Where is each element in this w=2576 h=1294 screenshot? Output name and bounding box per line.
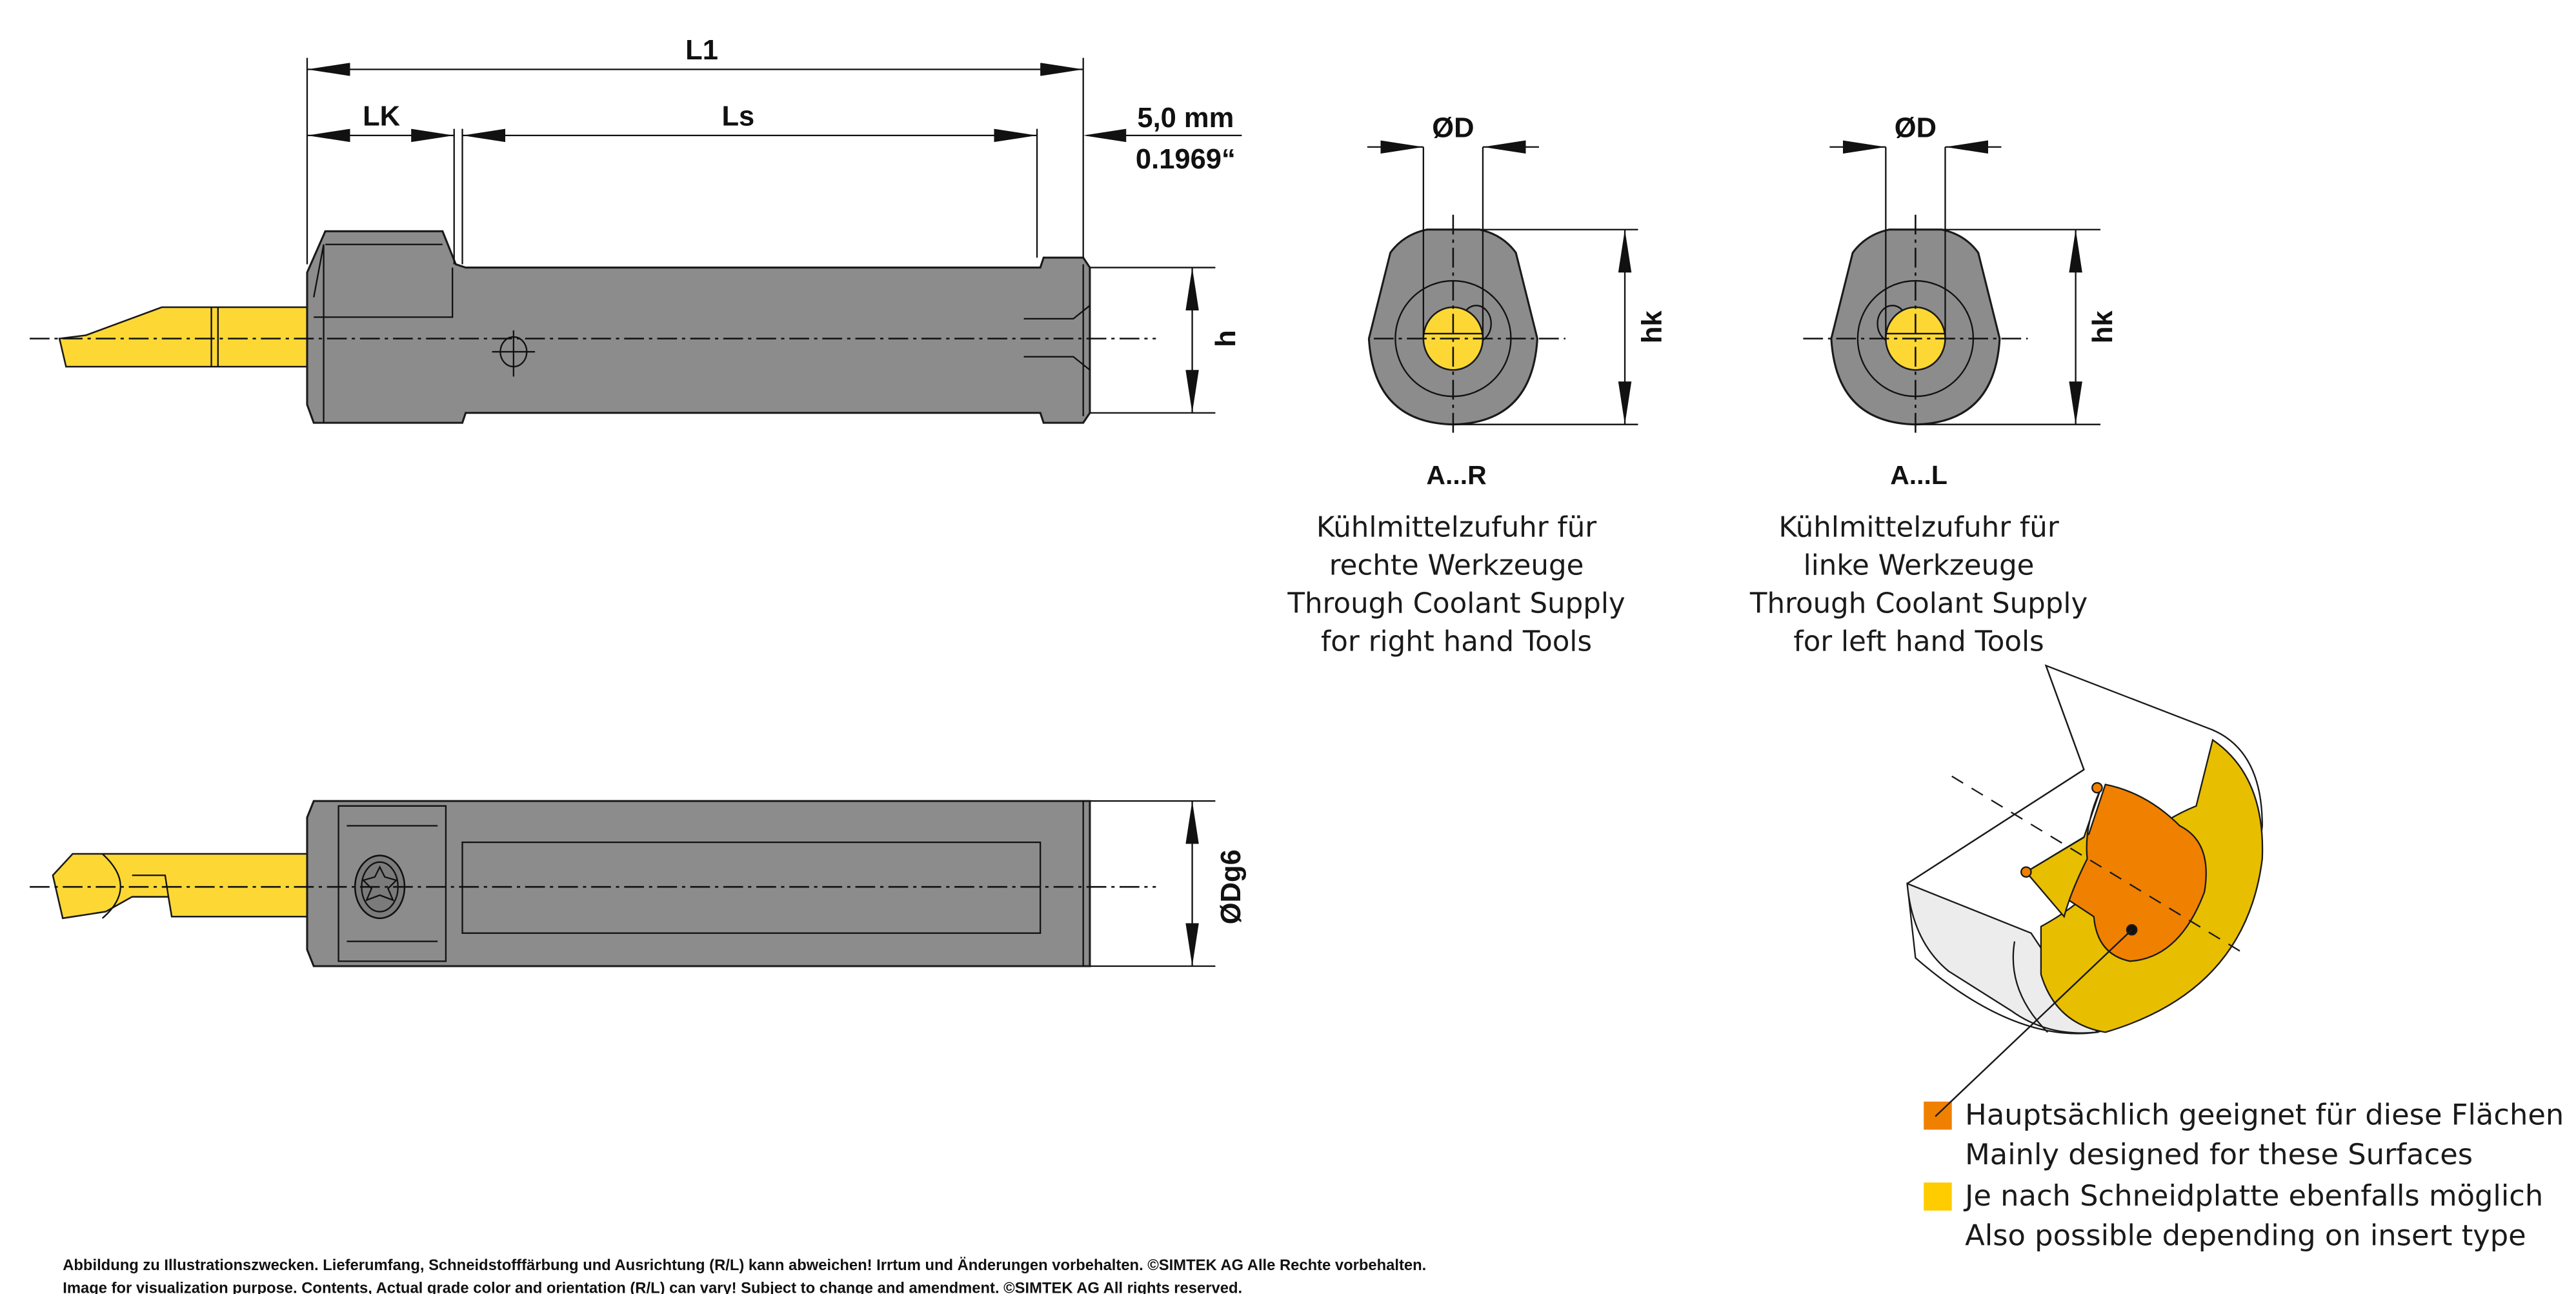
end-view-label: A...R [1426,460,1486,490]
dim-hk-label: hk [1636,310,1667,344]
dim-h-label: h [1211,330,1242,347]
caption-line: for left hand Tools [1793,625,2044,658]
end-view-label: A...L [1890,460,1947,490]
holder-body [306,230,1091,424]
insert-bar [58,306,308,368]
side-view-bottom: ØDg6 [30,800,1247,967]
legend-text-secondary-en: Also possible depending on insert type [1965,1218,2526,1252]
end-view-left: ØD hk A...L Kühlmittelzufuhr für linke W… [1749,112,2118,658]
dim-offset-inch: 0.1969“ [1136,144,1236,175]
legend-text-primary-en: Mainly designed for these Surfaces [1965,1137,2473,1171]
dim-d-label: ØD [1432,112,1474,143]
dim-lk-label: LK [363,101,401,132]
disclaimer-de: Abbildung zu Illustrationszwecken. Liefe… [63,1257,1426,1274]
disclaimer-en: Image for visualization purpose. Content… [63,1280,1242,1294]
dim-offset-mm: 5,0 mm [1137,103,1234,134]
legend-text-secondary-de: Je nach Schneidplatte ebenfalls möglich [1963,1178,2543,1213]
caption-line: for right hand Tools [1321,625,1592,658]
caption-line: Through Coolant Supply [1287,587,1625,620]
dim-d-label: ØD [1895,112,1937,143]
end-view-right: ØD hk A...R Kühlmittelzufuhr für rechte … [1287,112,1667,658]
caption-line: rechte Werkzeuge [1329,550,1584,582]
caption-line: Kühlmittelzufuhr für [1316,512,1596,544]
dim-ls-label: Ls [721,101,754,132]
legend-swatch-yellow [1924,1182,1952,1211]
workpiece-3d-illustration [1906,664,2264,1117]
legend-text-primary-de: Hauptsächlich geeignet für diese Flächen [1965,1098,2564,1132]
legend-swatch-orange [1924,1101,1952,1130]
side-view-top: L1 LK Ls 5,0 mm 0.1969“ h [30,35,1242,424]
legend: Hauptsächlich geeignet für diese Flächen… [1924,929,2564,1252]
caption-line: linke Werkzeuge [1804,550,2035,582]
dim-l1-label: L1 [685,35,718,66]
caption-line: Through Coolant Supply [1749,587,2088,620]
dim-hk-label: hk [2088,310,2118,344]
dim-dg6-label: ØDg6 [1216,849,1247,924]
caption-line: Kühlmittelzufuhr für [1778,512,2058,544]
